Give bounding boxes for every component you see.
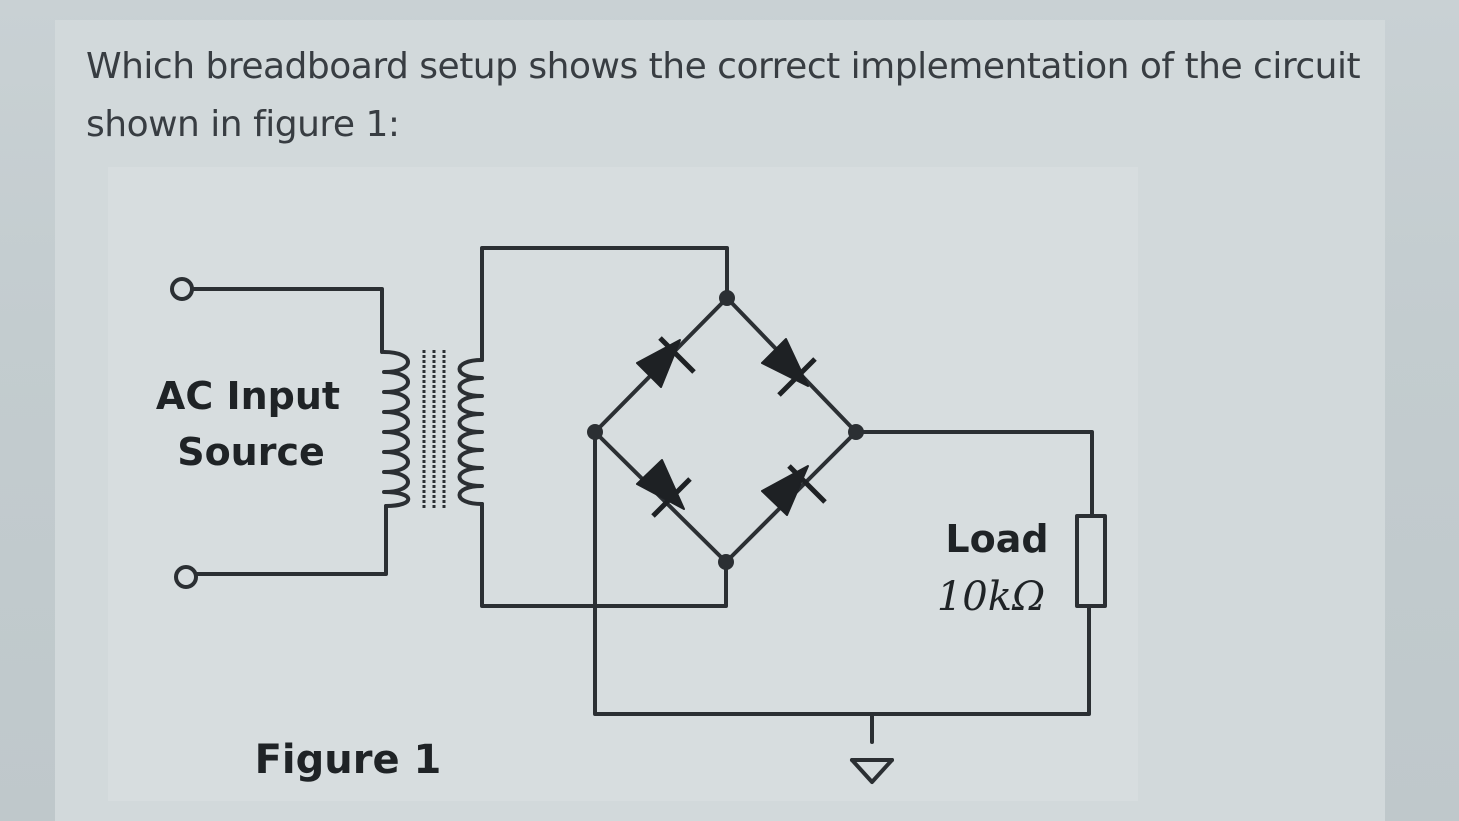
junction-bottom — [718, 554, 734, 570]
diode-d1 — [636, 336, 696, 388]
source-label-line-1: AC Input — [156, 374, 340, 418]
question-line-2: shown in figure 1: — [86, 104, 400, 145]
ac-terminal-top — [170, 277, 194, 301]
output-wire-return — [593, 430, 1091, 716]
question-line-1: Which breadboard setup shows the correct… — [86, 46, 1361, 87]
primary-wire-bottom — [194, 504, 388, 576]
junction-top — [719, 290, 735, 306]
load-label: Load — [945, 517, 1048, 561]
ground-symbol — [850, 758, 894, 784]
primary-wire-top — [190, 287, 384, 354]
output-wire-positive — [854, 430, 1094, 518]
junction-right — [848, 424, 864, 440]
load-resistor — [1075, 514, 1107, 608]
diode-d3 — [636, 459, 692, 518]
question-text: Which breadboard setup shows the correct… — [86, 38, 1386, 154]
diode-d2 — [761, 338, 817, 397]
figure-card — [108, 167, 1138, 801]
ac-terminal-bottom — [174, 565, 198, 589]
diode-d4 — [761, 464, 827, 516]
junction-left — [587, 424, 603, 440]
figure-caption: Figure 1 — [255, 737, 442, 783]
secondary-coil — [457, 358, 484, 506]
primary-coil — [382, 350, 411, 508]
load-value: 10kΩ — [937, 574, 1045, 620]
secondary-wire-top — [480, 246, 729, 362]
source-label-line-2: Source — [177, 430, 325, 474]
secondary-wire-bottom — [480, 502, 728, 608]
